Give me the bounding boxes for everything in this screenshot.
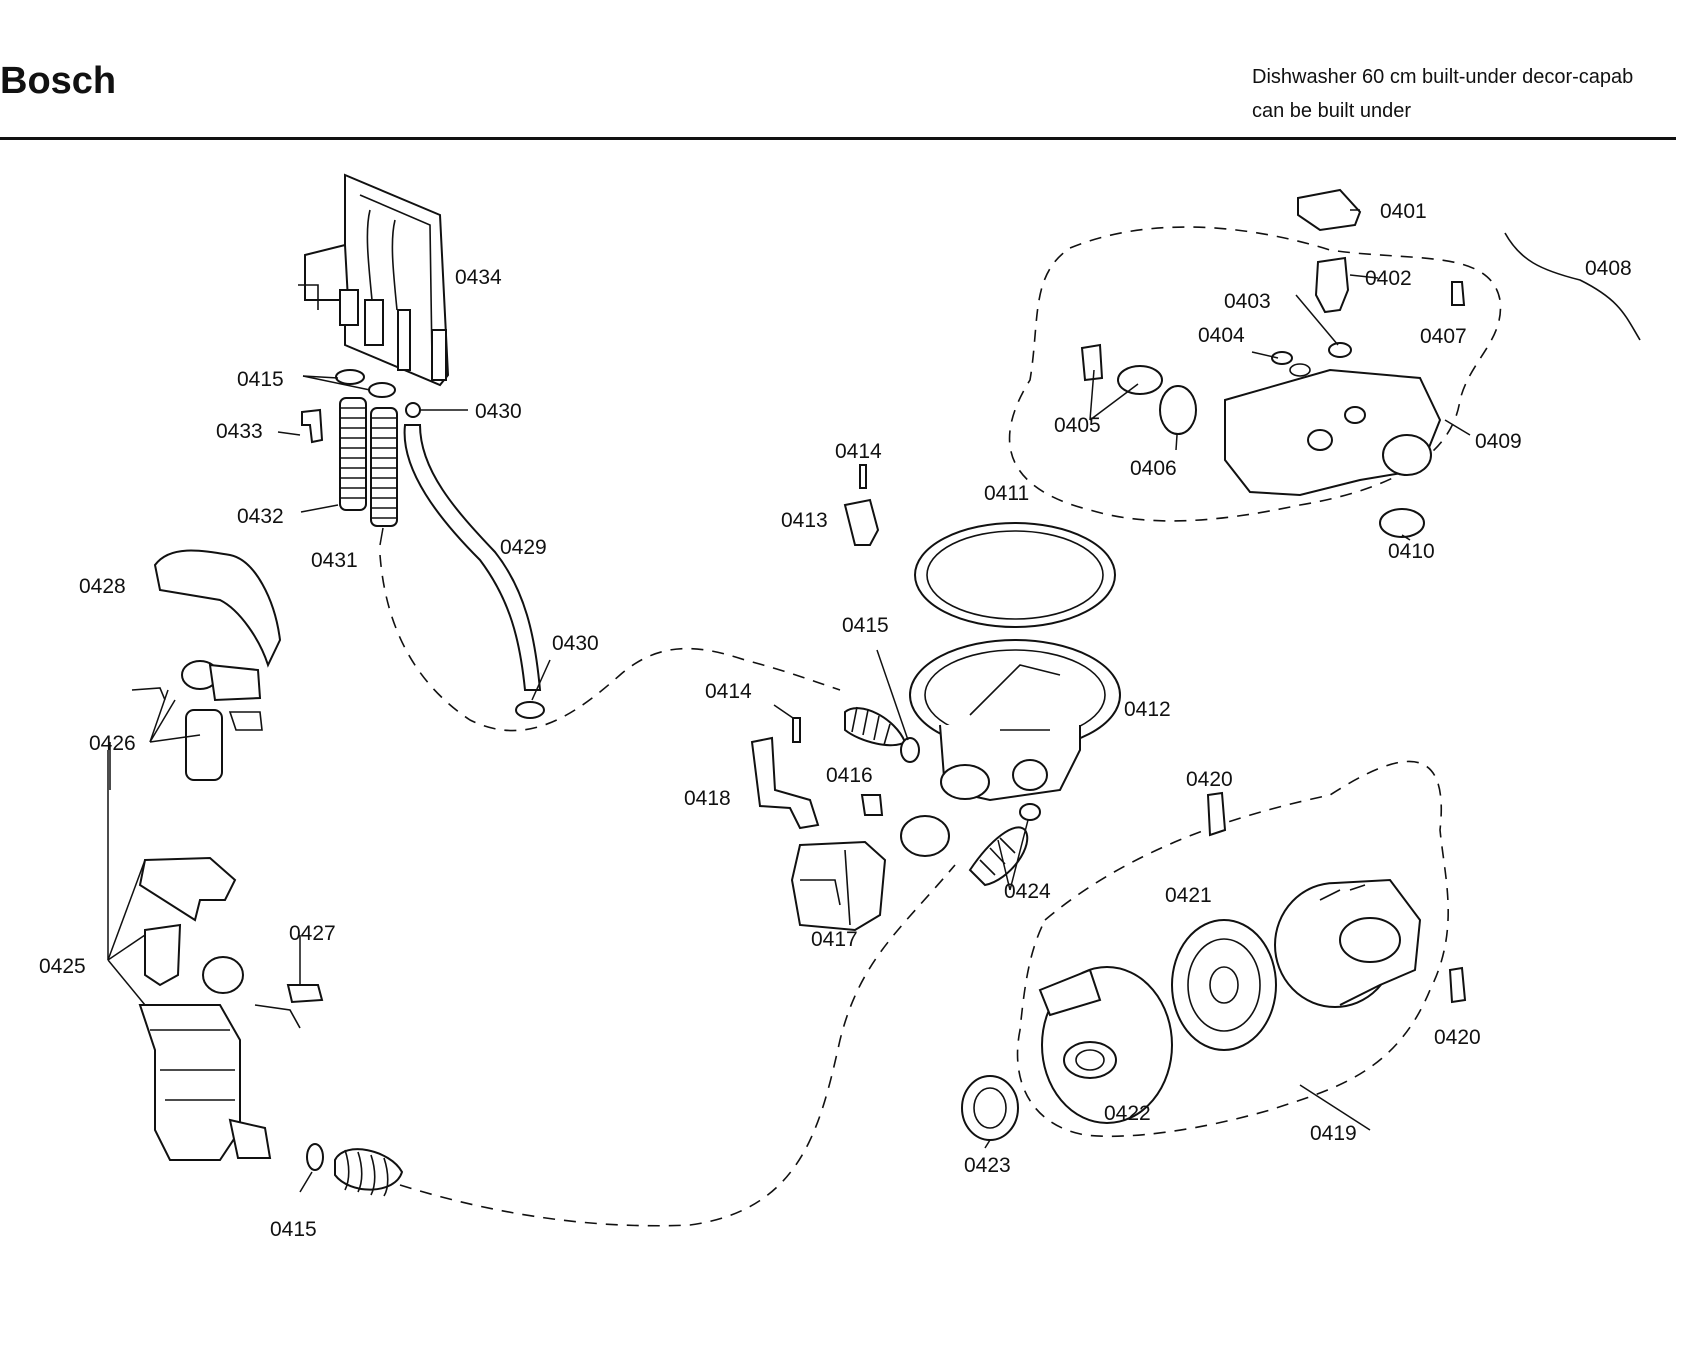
header-divider — [0, 137, 1676, 140]
bracket-0420-right — [1448, 966, 1467, 1004]
seal-ring-0406 — [1159, 385, 1197, 435]
seal-rings-0415-top — [335, 369, 396, 398]
heater-housing-0409 — [1224, 363, 1442, 497]
label-0414b: 0414 — [705, 680, 752, 703]
label-0416: 0416 — [826, 764, 873, 787]
label-0406: 0406 — [1130, 457, 1177, 480]
label-0415-bottom: 0415 — [270, 1218, 317, 1241]
label-0427: 0427 — [289, 922, 336, 945]
seal-ring-0416 — [900, 815, 950, 857]
label-0418: 0418 — [684, 787, 731, 810]
cover-0428 — [153, 549, 282, 668]
hose-clamp-0430-top — [405, 402, 421, 418]
drain-pump-0417 — [790, 840, 887, 932]
bracket-0420-top — [1206, 791, 1227, 837]
part-number-labels: 0401 0402 0403 0404 0405 0406 0407 0408 … — [39, 200, 1632, 1241]
corrugated-sleeve-bottom — [334, 1148, 404, 1197]
relay-0401 — [1297, 188, 1362, 232]
label-0413: 0413 — [781, 509, 828, 532]
label-0404: 0404 — [1198, 324, 1245, 347]
corrugated-hose-0432 — [339, 397, 367, 511]
label-0403: 0403 — [1224, 290, 1271, 313]
seal-ring-0404 — [1271, 351, 1293, 365]
pump-motor-0419 — [1274, 878, 1422, 1008]
label-0402: 0402 — [1365, 267, 1412, 290]
label-0415-top: 0415 — [237, 368, 284, 391]
label-0405: 0405 — [1054, 414, 1101, 437]
label-0408: 0408 — [1585, 257, 1632, 280]
label-0407: 0407 — [1420, 325, 1467, 348]
seal-ring-0415-mid — [900, 737, 920, 763]
label-0433: 0433 — [216, 420, 263, 443]
label-0409: 0409 — [1475, 430, 1522, 453]
label-0415-mid: 0415 — [842, 614, 889, 637]
label-0417: 0417 — [811, 928, 858, 951]
vent-panel-0434 — [298, 173, 450, 387]
clip-0407 — [1451, 281, 1466, 306]
impeller-0421 — [1171, 919, 1277, 1051]
seal-ring-0411 — [914, 522, 1116, 628]
label-0429: 0429 — [500, 536, 547, 559]
valve-0402 — [1314, 256, 1350, 314]
sump-0412 — [909, 639, 1121, 802]
label-0421: 0421 — [1165, 884, 1212, 907]
label-0434: 0434 — [455, 266, 502, 289]
seal-0423 — [961, 1075, 1019, 1141]
seal-ring-0403 — [1328, 342, 1352, 358]
clip-0413 — [843, 498, 880, 546]
label-0430-top: 0430 — [475, 400, 522, 423]
hose-clamp-0430-bottom — [515, 701, 545, 719]
group-outline-0419 — [1016, 760, 1449, 1138]
seal-ring-0415-bottom — [306, 1143, 324, 1171]
seal-ring-0424 — [1019, 803, 1041, 821]
label-0426: 0426 — [89, 732, 136, 755]
label-0420-right: 0420 — [1434, 1026, 1481, 1049]
label-0425: 0425 — [39, 955, 86, 978]
model-description-line-2: can be built under — [1252, 100, 1412, 122]
label-0414: 0414 — [835, 440, 882, 463]
label-0420-top: 0420 — [1186, 768, 1233, 791]
label-0412: 0412 — [1124, 698, 1171, 721]
leader-lines — [107, 209, 1471, 1193]
label-0424: 0424 — [1004, 880, 1051, 903]
clip-0433 — [301, 408, 324, 444]
bracket-0427 — [286, 984, 324, 1004]
label-0428: 0428 — [79, 575, 126, 598]
label-0422: 0422 — [1104, 1102, 1151, 1125]
valve-assembly-0425 — [138, 856, 301, 1161]
label-0423: 0423 — [964, 1154, 1011, 1177]
pump-housing-0422 — [1038, 966, 1173, 1124]
corrugated-hose-0415-mid — [844, 706, 907, 747]
screw-0414-mid — [792, 717, 801, 743]
label-0431: 0431 — [311, 549, 358, 572]
label-0432: 0432 — [237, 505, 284, 528]
sensor-0405 — [1080, 343, 1163, 395]
label-0419: 0419 — [1310, 1122, 1357, 1145]
wire-0408 — [1504, 232, 1641, 341]
screw-0414-top — [859, 464, 867, 489]
hose-path-main — [379, 554, 841, 732]
hose-0429 — [403, 424, 542, 691]
model-description-line-1: Dishwasher 60 cm built-under decor-capab — [1252, 66, 1634, 88]
brand-title: Bosch — [0, 60, 117, 102]
label-0411: 0411 — [984, 482, 1029, 505]
fitting-0416 — [860, 794, 884, 816]
label-0401: 0401 — [1380, 200, 1427, 223]
label-0430-bottom: 0430 — [552, 632, 599, 655]
hose-path-lower — [399, 864, 956, 1227]
sensor-assembly-0426 — [131, 660, 263, 781]
label-0410: 0410 — [1388, 540, 1435, 563]
corrugated-hose-0431 — [370, 407, 398, 527]
bracket-0418 — [750, 736, 820, 830]
hose-clamp-0410 — [1379, 508, 1425, 538]
